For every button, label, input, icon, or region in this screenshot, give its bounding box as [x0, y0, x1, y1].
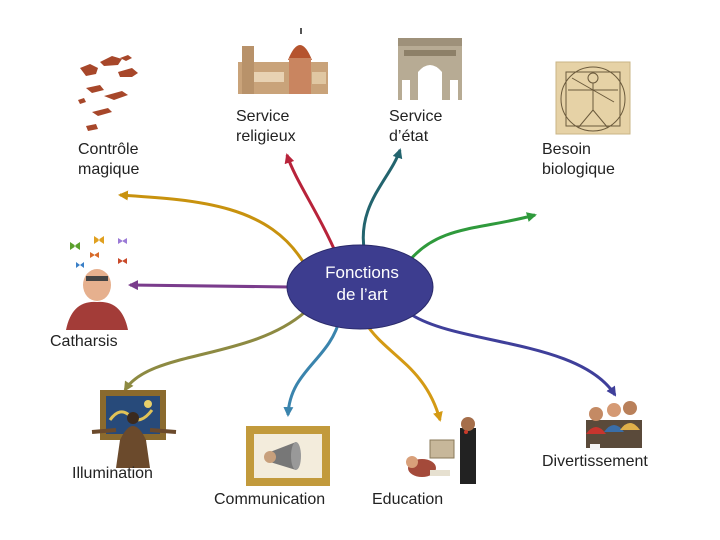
- branch-label-illumination: Illumination: [72, 465, 153, 482]
- laughing-group-icon: [586, 401, 642, 450]
- branch-connector-divertissement: [411, 313, 617, 397]
- branch-connector-besoin-biologique: [408, 212, 537, 261]
- vitruvian-man-icon: [555, 61, 631, 135]
- center-node-label: Fonctions de l’art: [325, 263, 399, 304]
- branch-label-catharsis: Catharsis: [50, 333, 118, 350]
- branch-connector-catharsis: [128, 280, 291, 291]
- branch-connector-controle-magique: [118, 190, 307, 266]
- branch-label-controle-magique: Contrôle magique: [78, 141, 140, 178]
- cathedral-icon: [238, 28, 328, 94]
- cave-painting-icon: [78, 55, 138, 131]
- branch-label-divertissement: Divertissement: [542, 453, 648, 470]
- center-node: [286, 244, 434, 330]
- megaphone-frame-icon: [246, 426, 330, 486]
- branch-label-besoin-biologique: Besoin biologique: [542, 141, 615, 178]
- branch-connector-education: [363, 321, 443, 422]
- branch-label-communication: Communication: [214, 491, 326, 508]
- painting-frame-icon: [91, 390, 177, 468]
- triumphal-arch-icon: [398, 38, 462, 100]
- teacher-child-icon: [406, 417, 476, 484]
- branch-label-education: Education: [372, 491, 444, 508]
- man-with-butterflies-icon: [66, 236, 128, 330]
- branch-label-service-etat: Service d’état: [389, 108, 443, 145]
- branch-label-service-religieux: Service religieux: [236, 108, 296, 145]
- branch-connector-communication: [283, 317, 342, 417]
- branch-connector-illumination: [123, 310, 306, 392]
- branch-connector-service-etat: [361, 148, 403, 256]
- branch-connector-service-religieux: [284, 153, 340, 259]
